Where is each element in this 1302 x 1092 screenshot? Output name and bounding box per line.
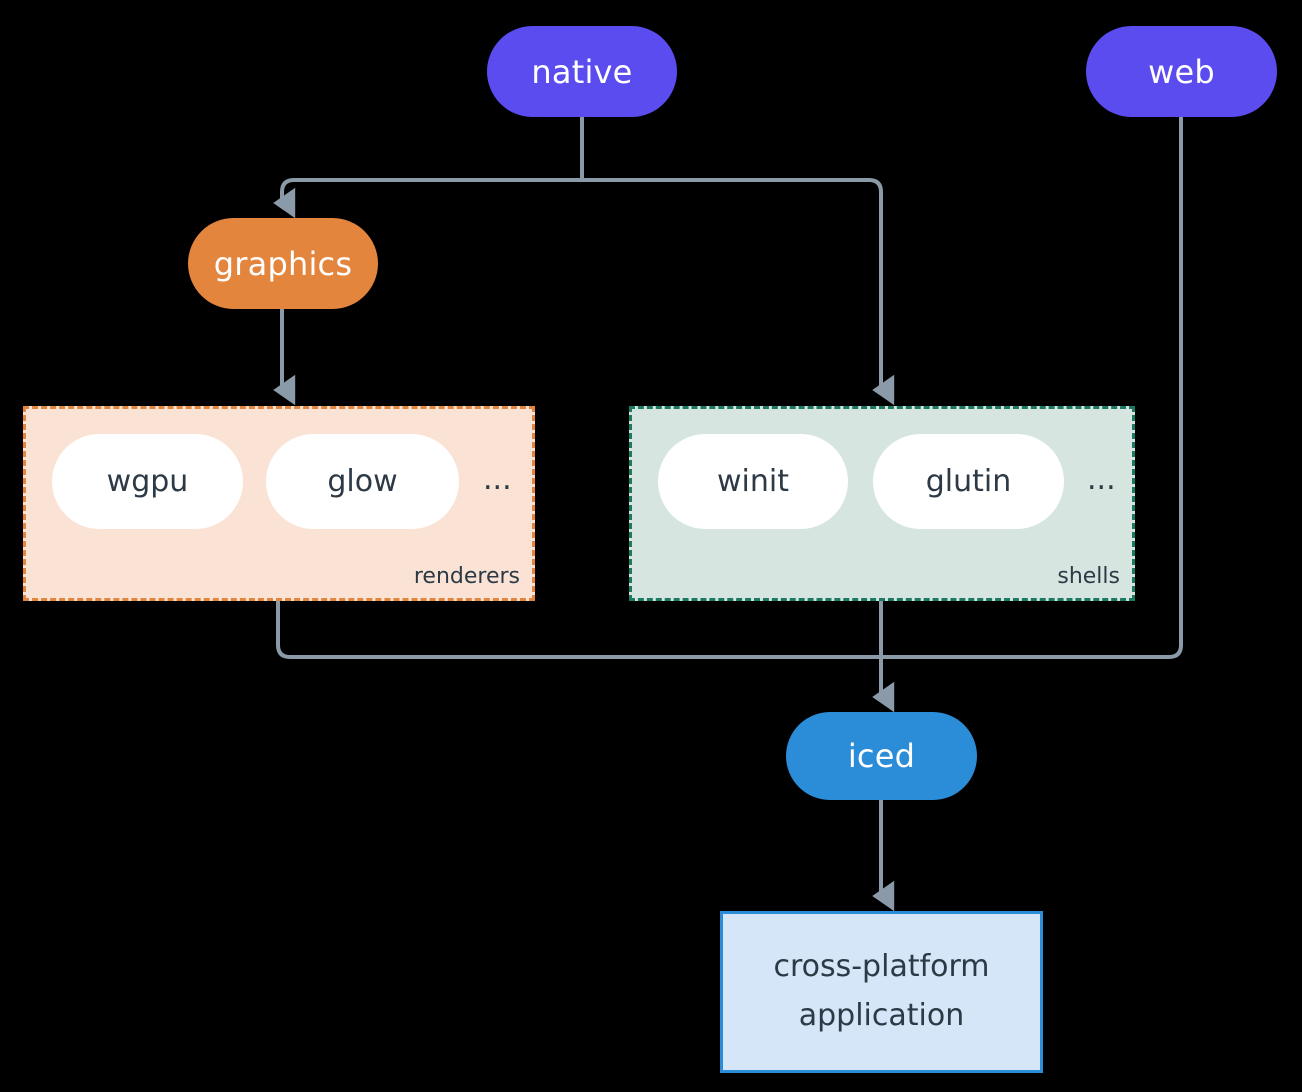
node-application-line1: cross-platform [773, 949, 990, 985]
cluster-renderers-item-wgpu[interactable]: wgpu [52, 434, 243, 529]
cluster-shells-item-winit-label: winit [717, 463, 789, 499]
cluster-shells-item-winit[interactable]: winit [658, 434, 848, 529]
cluster-renderers-item-glow-label: glow [327, 463, 398, 499]
node-iced[interactable]: iced [786, 712, 977, 800]
cluster-renderers-item-glow[interactable]: glow [266, 434, 459, 529]
cluster-shells-item-glutin-label: glutin [925, 463, 1012, 499]
node-web-label: web [1148, 52, 1215, 91]
node-iced-label: iced [847, 737, 916, 775]
cluster-renderers-overflow-ellipsis: ... [483, 462, 512, 497]
node-native[interactable]: native [487, 26, 677, 117]
node-native-label: native [531, 52, 633, 91]
node-graphics[interactable]: graphics [188, 218, 378, 309]
node-web[interactable]: web [1086, 26, 1277, 117]
cluster-shells-label: shells [1057, 563, 1120, 589]
node-graphics-label: graphics [213, 244, 353, 283]
edge-native-to-shells [582, 178, 895, 406]
cluster-shells-item-glutin[interactable]: glutin [873, 434, 1064, 529]
edge-native-to-graphics [273, 178, 582, 219]
edge-renderers-to-iced [276, 601, 881, 659]
cluster-shells-overflow-ellipsis: ... [1087, 462, 1116, 497]
node-cross-platform-application[interactable]: cross-platform application [720, 911, 1043, 1073]
node-application-line2: application [798, 998, 965, 1033]
cluster-shells: winit glutin ... shells [629, 406, 1135, 601]
cluster-renderers-label: renderers [413, 563, 520, 589]
cluster-renderers-item-wgpu-label: wgpu [106, 463, 189, 499]
cluster-renderers: wgpu glow ... renderers [23, 406, 535, 601]
